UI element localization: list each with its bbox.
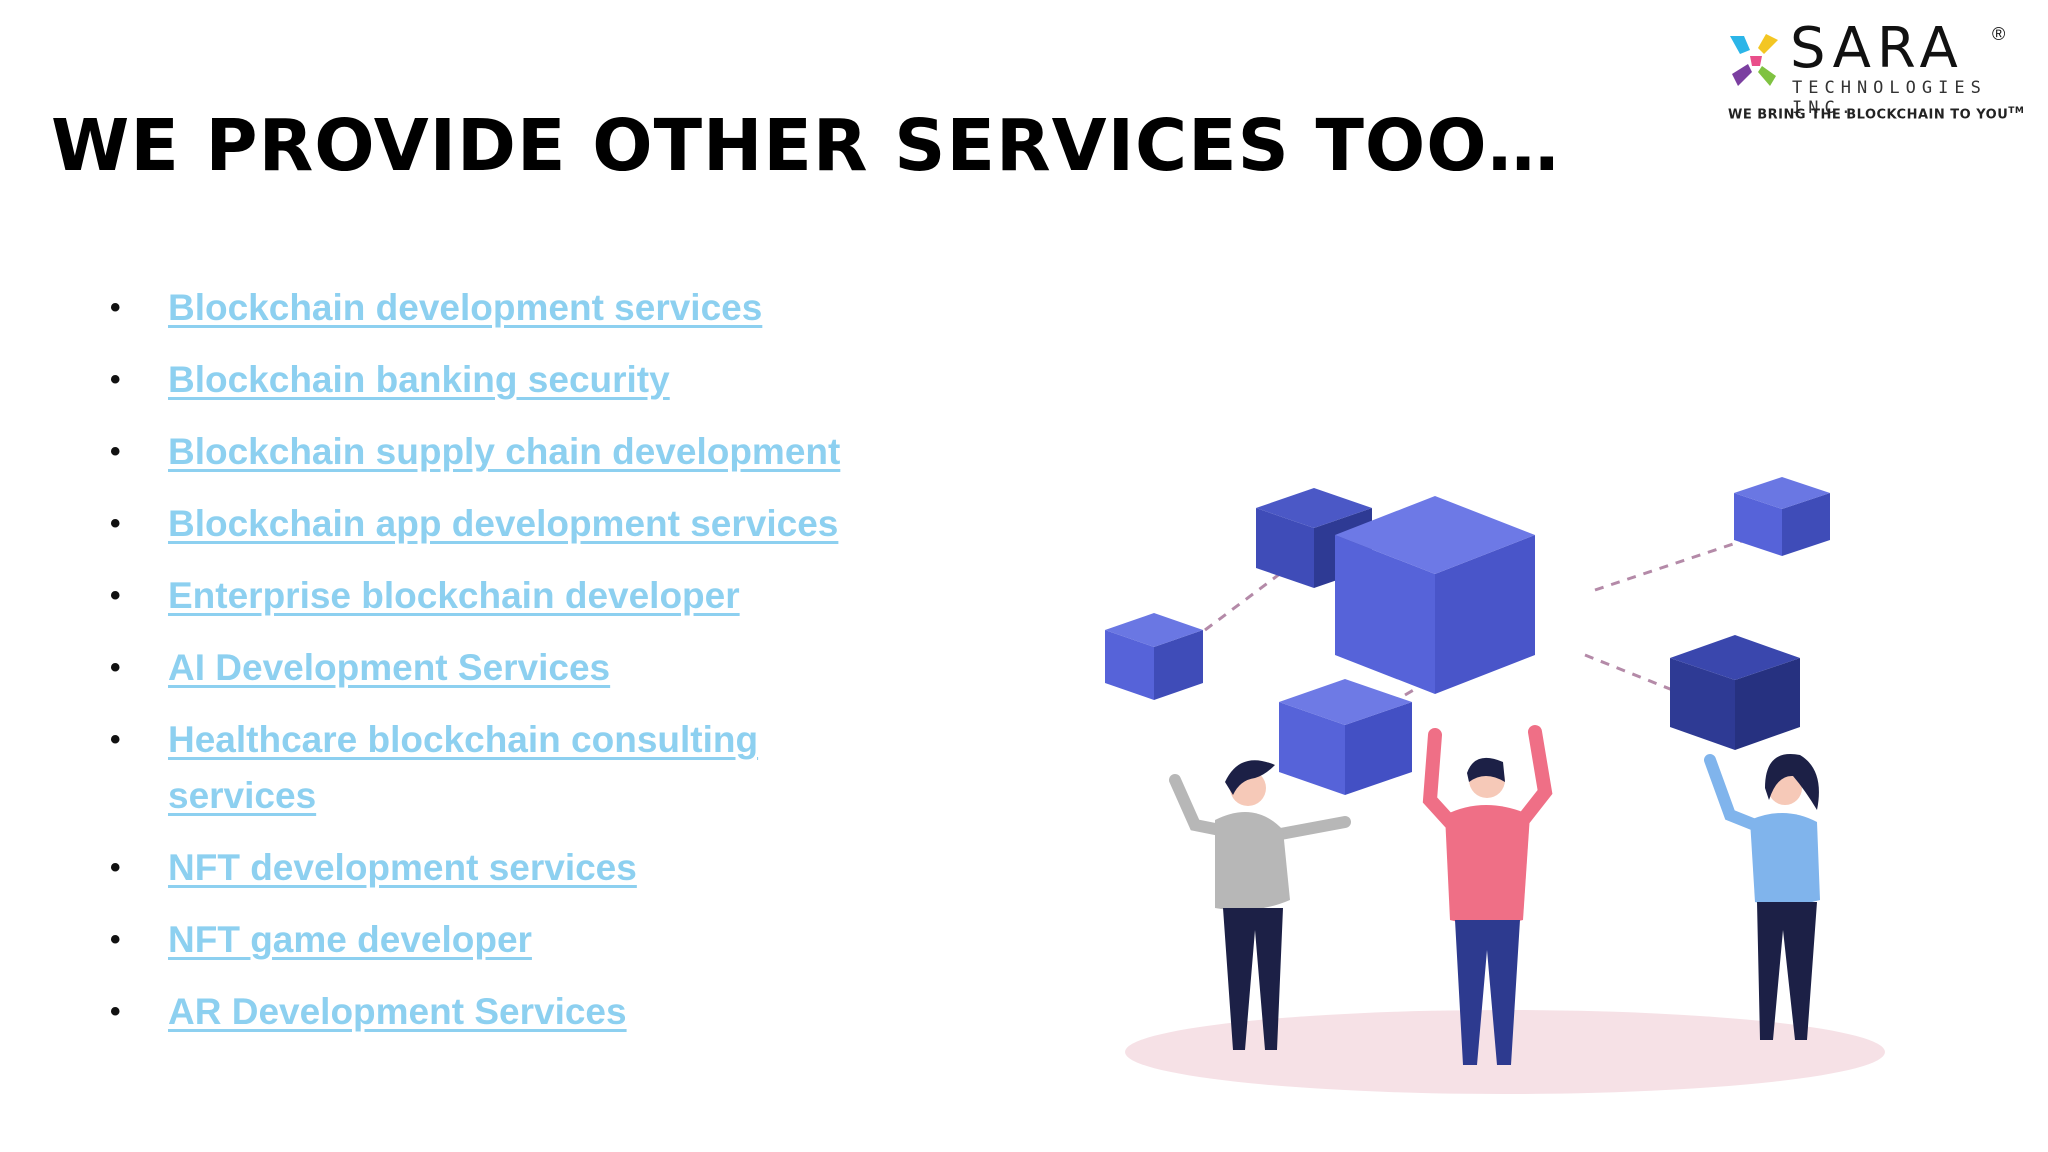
bullet-icon: • <box>110 579 121 612</box>
bullet-icon: • <box>110 363 121 396</box>
list-item: • Blockchain development services <box>106 280 866 336</box>
logo-registered-mark: ® <box>1992 24 2006 44</box>
services-list: • Blockchain development services • Blockc… <box>106 280 866 1056</box>
service-link-blockchain-development[interactable]: Blockchain development services <box>168 287 763 328</box>
service-link-app-development[interactable]: Blockchain app development services <box>168 503 839 544</box>
logo-subtitle: TECHNOLOGIES INC. <box>1792 78 1987 118</box>
bullet-icon: • <box>110 723 121 756</box>
company-logo: SARA ® TECHNOLOGIES INC. WE BRING THE BL… <box>1726 16 2026 123</box>
service-link-ar[interactable]: AR Development Services <box>168 991 627 1032</box>
person-center <box>1422 725 1553 1065</box>
service-link-nft-game[interactable]: NFT game developer <box>168 919 532 960</box>
person-right <box>1704 753 1820 1040</box>
bullet-icon: • <box>110 291 121 324</box>
person-left <box>1169 760 1351 1050</box>
service-link-ai[interactable]: AI Development Services <box>168 647 611 688</box>
service-link-supply-chain[interactable]: Blockchain supply chain development <box>168 431 841 472</box>
service-link-healthcare[interactable]: Healthcare blockchain consulting service… <box>168 719 759 816</box>
service-link-banking-security[interactable]: Blockchain banking security <box>168 359 670 400</box>
logo-tagline: WE BRING THE BLOCKCHAIN TO YOUTM <box>1728 106 2025 123</box>
page-title: WE PROVIDE OTHER SERVICES TOO… <box>51 104 1560 187</box>
cube-right <box>1670 635 1800 750</box>
service-link-nft-development[interactable]: NFT development services <box>168 847 637 888</box>
bullet-icon: • <box>110 435 121 468</box>
cube-left <box>1105 613 1203 700</box>
list-item: • AI Development Services <box>106 640 866 696</box>
logo-trademark: TM <box>2008 106 2025 116</box>
bullet-icon: • <box>110 851 121 884</box>
list-item: • NFT development services <box>106 840 866 896</box>
list-item: • Enterprise blockchain developer <box>106 568 866 624</box>
bullet-icon: • <box>110 995 121 1028</box>
list-item: • NFT game developer <box>106 912 866 968</box>
list-item: • Blockchain app development services <box>106 496 866 552</box>
bullet-icon: • <box>110 923 121 956</box>
list-item: • Blockchain supply chain development <box>106 424 866 480</box>
service-link-enterprise[interactable]: Enterprise blockchain developer <box>168 575 740 616</box>
blockchain-illustration <box>1105 477 1885 1094</box>
cube-center <box>1335 496 1535 694</box>
list-item: • Healthcare blockchain consulting servic… <box>106 712 866 824</box>
cube-lower-left <box>1279 679 1412 795</box>
bullet-icon: • <box>110 651 121 684</box>
list-item: • AR Development Services <box>106 984 866 1040</box>
logo-mark-icon <box>1730 34 1778 86</box>
bullet-icon: • <box>110 507 121 540</box>
logo-name: SARA <box>1790 16 1964 81</box>
list-item: • Blockchain banking security <box>106 352 866 408</box>
cube-top-right <box>1734 477 1830 556</box>
